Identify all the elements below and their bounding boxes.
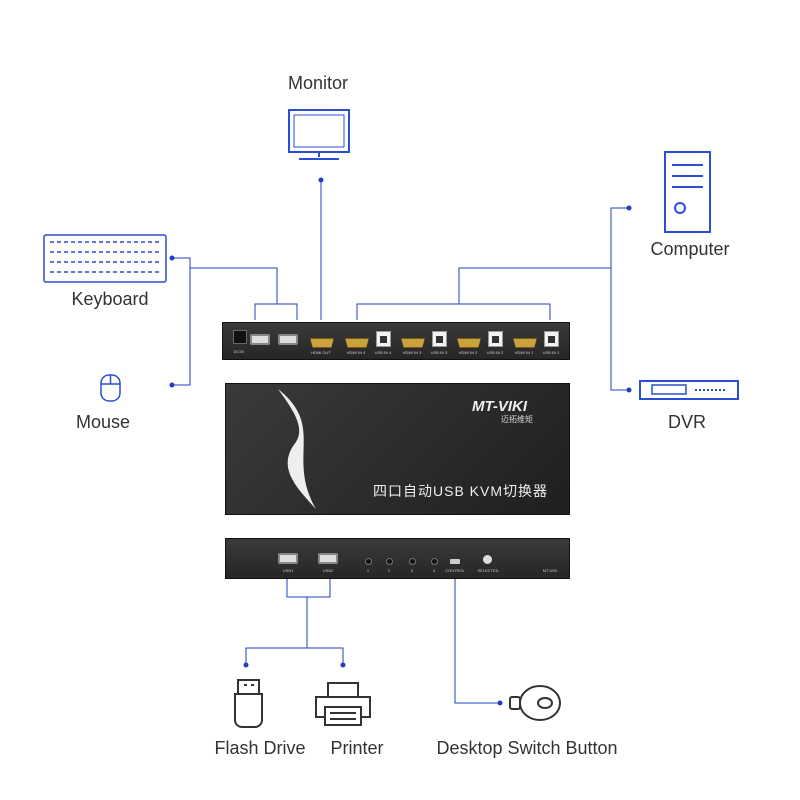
port-label: DC5V: [233, 349, 245, 354]
port-label: USB IN 2: [486, 350, 504, 355]
keyboard-icon: [43, 234, 167, 283]
brand-logo-cn: 迈拓维矩: [501, 415, 533, 424]
endpoint-dot: [169, 382, 175, 388]
usb-in-4-port: [376, 331, 391, 347]
endpoint-dot: [497, 700, 503, 706]
port-label: USB2: [322, 568, 334, 573]
mouse-icon: [100, 374, 121, 402]
endpoint-dot: [626, 205, 632, 211]
usb-in-2-port: [488, 331, 503, 347]
computer-dvr-line: [610, 207, 629, 391]
keyboard-label: Keyboard: [71, 289, 149, 309]
swoosh-logo: [278, 389, 316, 509]
led-2: [386, 558, 393, 565]
port-label: HDMI IN 3: [402, 350, 422, 355]
keyboard-mouse-line: [172, 257, 191, 386]
port-label: HDMI IN 4: [346, 350, 366, 355]
printer-icon: [315, 682, 371, 726]
led-1: [365, 558, 372, 565]
endpoint-dot: [169, 255, 175, 261]
led-label: 1: [366, 568, 370, 573]
dc-power-port: [233, 330, 247, 344]
device-title: 四口自动USB KVM切换器: [373, 483, 549, 499]
usb-keyboard-port: [250, 334, 270, 345]
flash-drive-label: Flash Drive: [214, 738, 306, 758]
switch-button-icon: [509, 685, 561, 721]
computer-icon: [664, 151, 711, 233]
dvr-label: DVR: [667, 412, 707, 432]
computers-to-usbin-line: [356, 267, 611, 320]
flash-drive-icon: [234, 679, 263, 728]
port-label: USB IN 3: [430, 350, 448, 355]
endpoint-dot: [340, 662, 346, 668]
port-label: USB1: [282, 568, 294, 573]
hdmi-in-1-port: [513, 338, 537, 348]
port-label: USB IN 4: [374, 350, 392, 355]
endpoint-dot: [318, 177, 324, 183]
usb-in-3-port: [432, 331, 447, 347]
hdmi-in-4-port: [345, 338, 369, 348]
port-label: USB IN 1: [542, 350, 560, 355]
usb1-port: [278, 553, 298, 564]
model-label: MT-VIKI: [542, 568, 558, 573]
selected-button[interactable]: [483, 555, 492, 564]
back-panel: DC5V HDMI OUT HDMI IN 4 USB IN 4 HDMI IN…: [222, 322, 570, 360]
led-4: [431, 558, 438, 565]
switch-line: [454, 578, 500, 704]
usb-mouse-port: [278, 334, 298, 345]
computer-label: Computer: [650, 239, 730, 259]
printer-label: Printer: [330, 738, 384, 758]
usb-in-1-port: [544, 331, 559, 347]
keyboard-mouse-to-usb-line: [190, 267, 298, 320]
monitor-icon: [288, 109, 350, 160]
led-label: 3: [410, 568, 414, 573]
led-label: 4: [432, 568, 436, 573]
front-panel: USB1 USB2 1 2 3 4 CONTROL SELECTED MT-VI…: [225, 538, 570, 579]
kvm-switch-top: MT-VIKI 迈拓维矩 四口自动USB KVM切换器: [225, 383, 570, 515]
hdmi-out-port: [310, 338, 334, 348]
led-3: [409, 558, 416, 565]
endpoint-dot: [626, 387, 632, 393]
switch-button-label: Desktop Switch Button: [436, 738, 618, 758]
hdmi-in-2-port: [457, 338, 481, 348]
port-label: HDMI OUT: [311, 350, 331, 355]
monitor-label: Monitor: [287, 73, 349, 93]
port-label: CONTROL: [445, 568, 465, 573]
front-usb-line: [245, 578, 344, 665]
port-label: SELECTED: [477, 568, 499, 573]
hdmi-in-3-port: [401, 338, 425, 348]
port-label: HDMI IN 1: [514, 350, 534, 355]
endpoint-dot: [243, 662, 249, 668]
usb2-port: [318, 553, 338, 564]
led-label: 2: [387, 568, 391, 573]
dvr-icon: [639, 380, 739, 400]
mouse-label: Mouse: [75, 412, 131, 432]
brand-logo: MT-VIKI: [472, 398, 527, 415]
control-port: [450, 559, 460, 564]
port-label: HDMI IN 2: [458, 350, 478, 355]
